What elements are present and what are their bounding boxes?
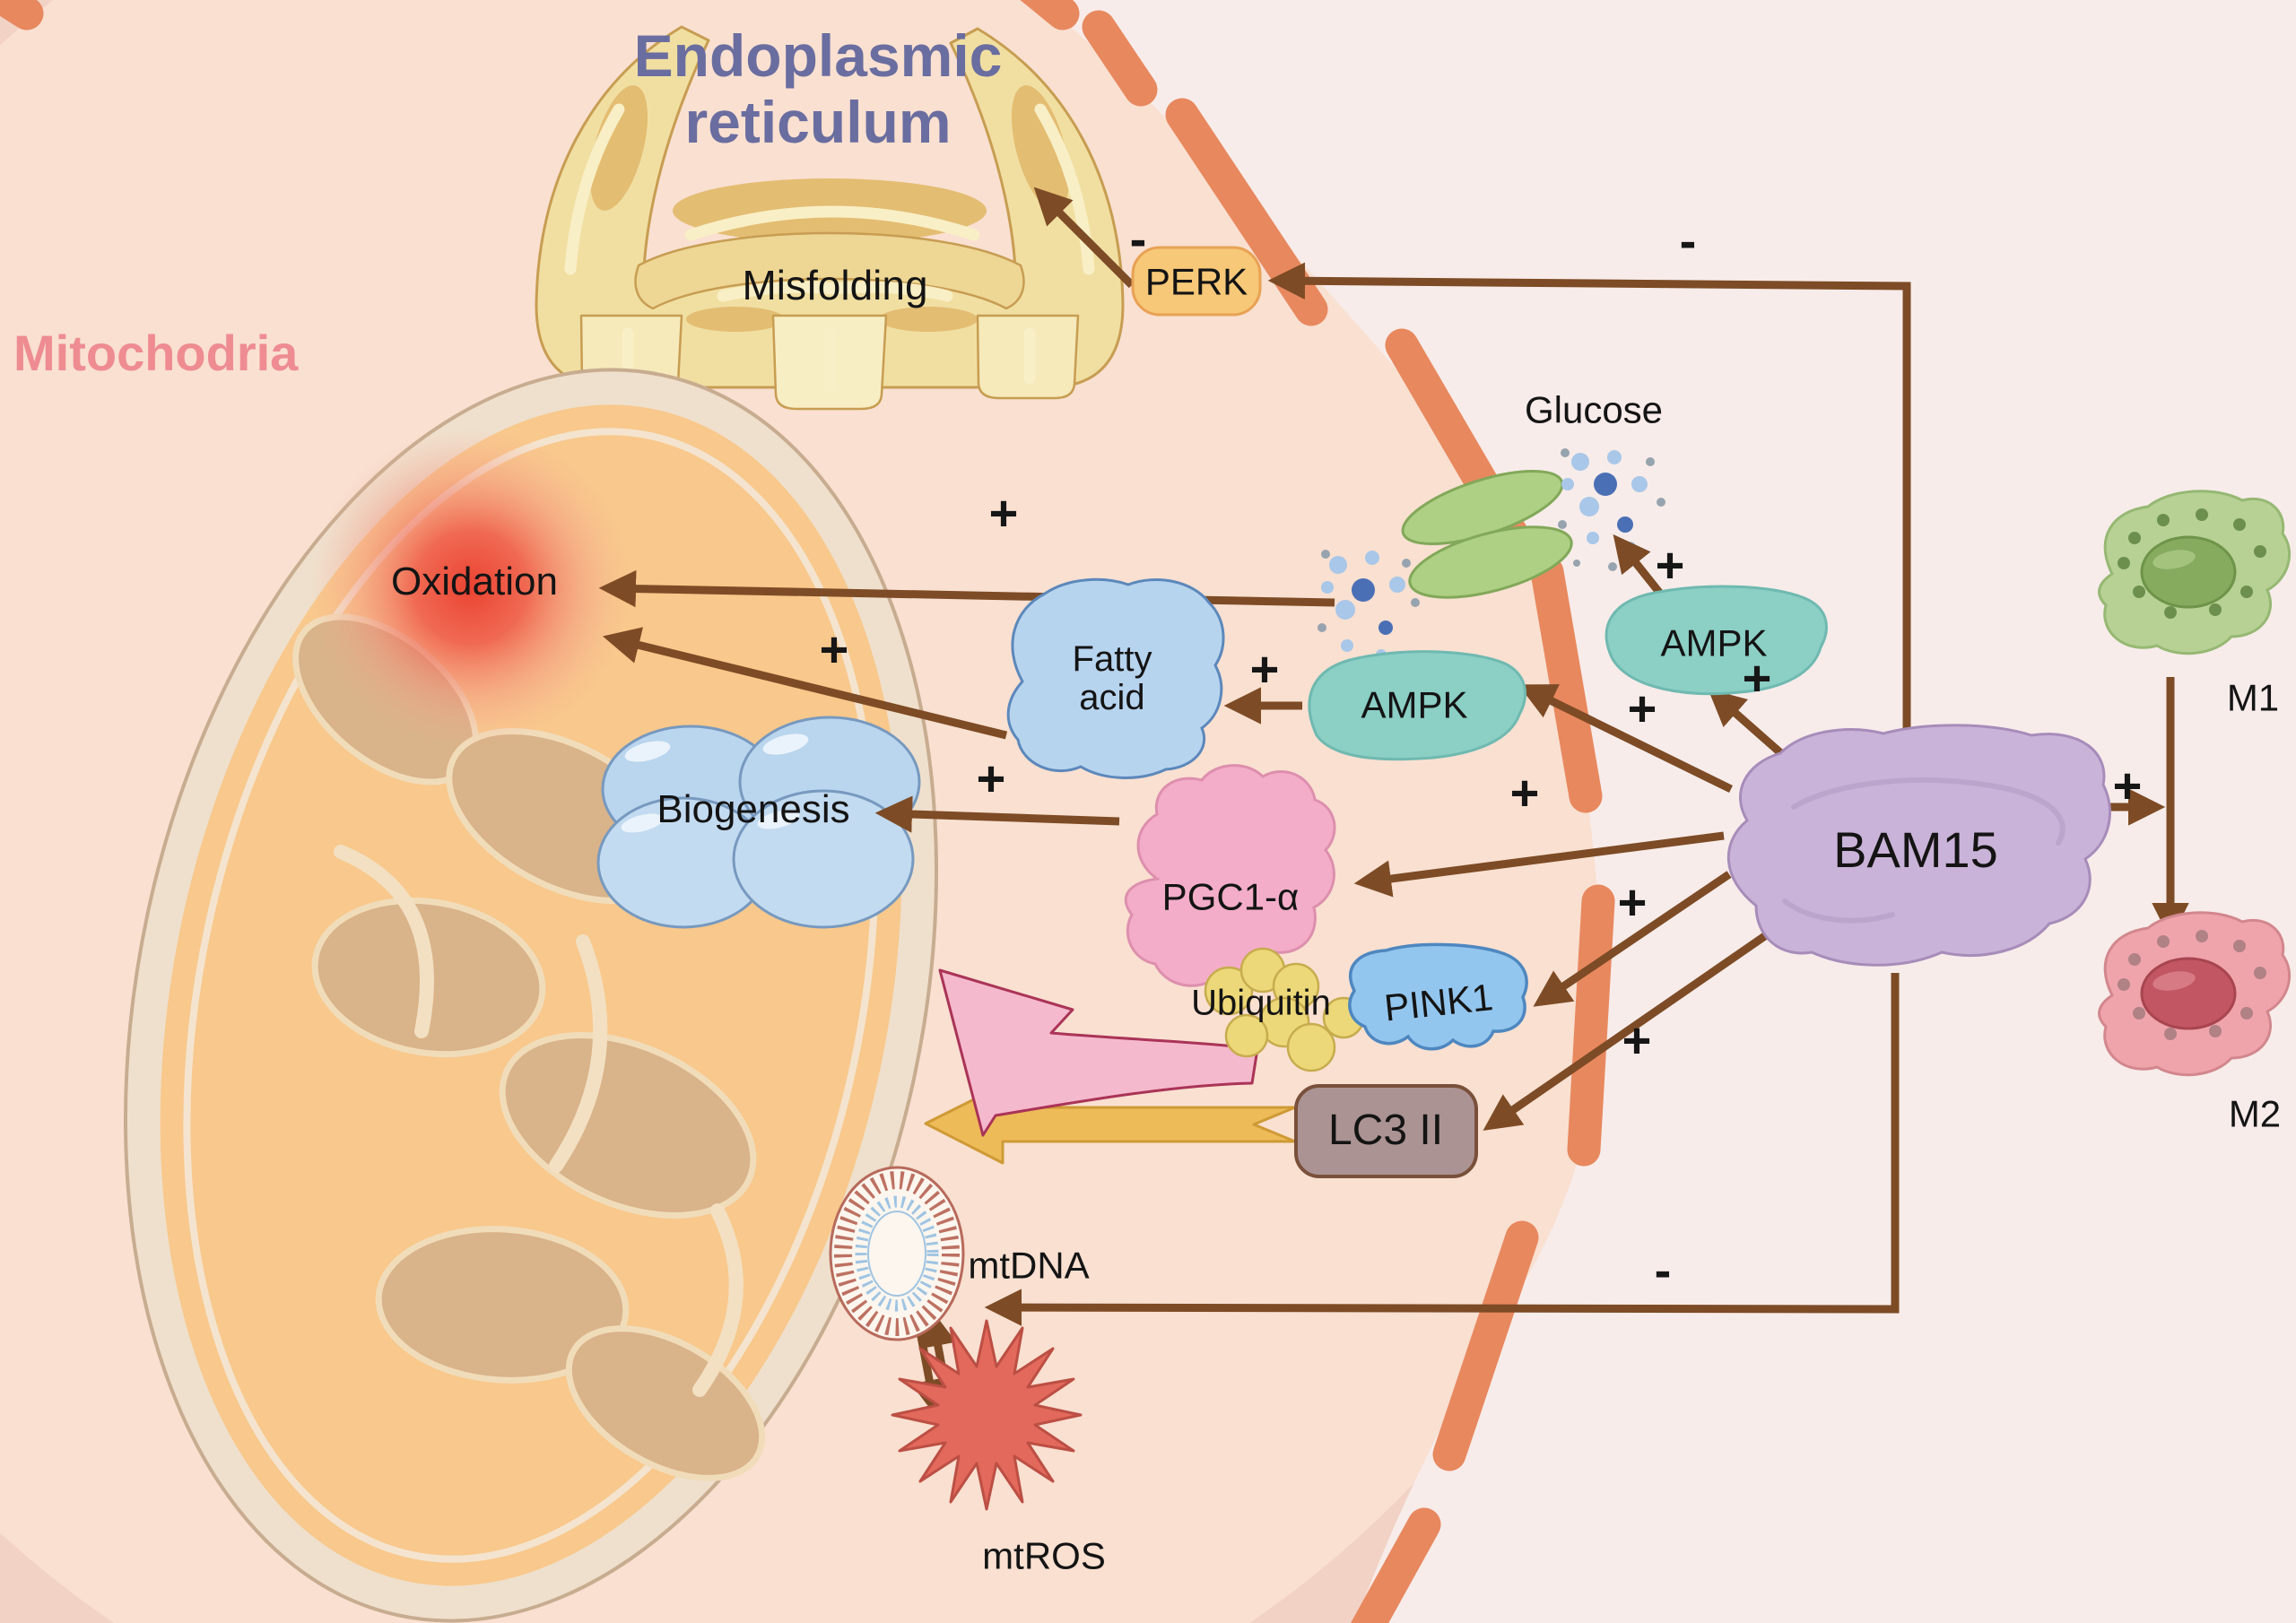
biogenesis-spheres-icon: [596, 716, 921, 929]
arrow-pgc1a-to-biogenesis: [874, 795, 1120, 833]
extracellular-region: [1040, 0, 2296, 1623]
sign-glucose-uptake-plus: +: [1655, 536, 1685, 594]
ubiquitin-blob: [1204, 947, 1365, 1072]
sign-pgc1a-biogenesis-plus: +: [976, 750, 1006, 807]
arrow-perk-to-er: [1033, 187, 1135, 289]
perk-box: [1131, 246, 1262, 317]
mitochondrion-illustration: [123, 368, 939, 1623]
mtdna-label: mtDNA: [968, 1244, 1090, 1287]
oxidation-label: Oxidation: [391, 560, 558, 604]
mitophagy-arrow: [938, 968, 1259, 1137]
arrow-bam15-to-pink1: [1533, 871, 1732, 1007]
er-title: Endoplasmic reticulum: [633, 22, 1003, 155]
pgc1a-blob: [1124, 764, 1336, 987]
arrow-bam15-to-lc3: [1483, 922, 1783, 1131]
arrow-bam15-to-pgc1a: [1353, 831, 1725, 898]
sign-bam15-pink1-plus: +: [1617, 873, 1648, 931]
m1-cell-icon: [2098, 490, 2291, 655]
sign-bam15-ampk-outer-plus: +: [1742, 649, 1772, 707]
sign-oxidation-glucose-plus: +: [988, 484, 1019, 542]
mtros-icon: [891, 1319, 1083, 1511]
glucose-molecules-inside-icon: [1318, 550, 1420, 675]
arrow-glucose-to-oxidation: [598, 569, 1335, 608]
ampk-inner-blob: [1308, 650, 1527, 761]
arrow-bam15-to-ampk-outer: [1708, 689, 1786, 759]
arrow-fatty-to-oxidation: [602, 627, 1008, 740]
glucose-transporter-icon: [1401, 470, 1573, 599]
glucose-label: Glucose: [1524, 388, 1664, 431]
pgc1a-label: PGC1-α: [1161, 875, 1300, 918]
mtdna-icon: [829, 1166, 965, 1341]
lc3-box: [1294, 1084, 1478, 1178]
endoplasmic-reticulum-illustration: [535, 25, 1125, 411]
mitochondria-title: Mitochodria: [13, 324, 299, 381]
sign-perk-er-minus: -: [1129, 210, 1147, 267]
lc3-label: LC3 II: [1327, 1107, 1444, 1155]
sign-bam15-mtros-minus: -: [1654, 1241, 1672, 1298]
perk-label: PERK: [1144, 260, 1248, 303]
m2-cell-icon: [2098, 911, 2291, 1077]
sign-bam15-m1m2-plus: +: [2112, 757, 2143, 814]
fatty-acid-label: Fatty acid: [1072, 638, 1152, 717]
m2-label: M2: [2228, 1092, 2282, 1135]
sign-bam15-pgc1a-plus: +: [1509, 764, 1540, 821]
sign-oxidation-fatty-plus: +: [819, 621, 849, 678]
m1-label: M1: [2226, 676, 2280, 719]
bam15-label: BAM15: [1833, 820, 1998, 878]
arrow-bam15-to-perk: [1267, 262, 1911, 731]
sign-bam15-lc3-plus: +: [1622, 1011, 1652, 1069]
pathway-arrows: [598, 187, 2189, 1418]
misfolding-label: Misfolding: [742, 262, 928, 309]
bam15-blob: [1726, 724, 2111, 967]
ampk-outer-blob: [1605, 585, 1828, 696]
arrow-bam15-to-ampk-inner: [1518, 684, 1733, 794]
fatty-acid-blob: [1006, 577, 1225, 779]
sign-bam15-perk-minus: -: [1679, 212, 1697, 269]
mtros-label: mtROS: [982, 1534, 1106, 1577]
ampk-outer-label: AMPK: [1660, 621, 1768, 664]
ampk-inner-label: AMPK: [1361, 683, 1468, 726]
ubiquitin-label: Ubiquitin: [1191, 983, 1331, 1023]
oxidation-glow: [311, 428, 631, 747]
sign-fatty-acid-plus: +: [1249, 640, 1280, 698]
sign-bam15-ampk-inner-plus: +: [1627, 680, 1657, 737]
arrow-ampk-to-glucose: [1613, 534, 1668, 602]
arrow-bam15-to-mtdna: [984, 973, 1900, 1326]
biogenesis-label: Biogenesis: [657, 787, 850, 832]
pink1-blob: [1348, 942, 1528, 1051]
